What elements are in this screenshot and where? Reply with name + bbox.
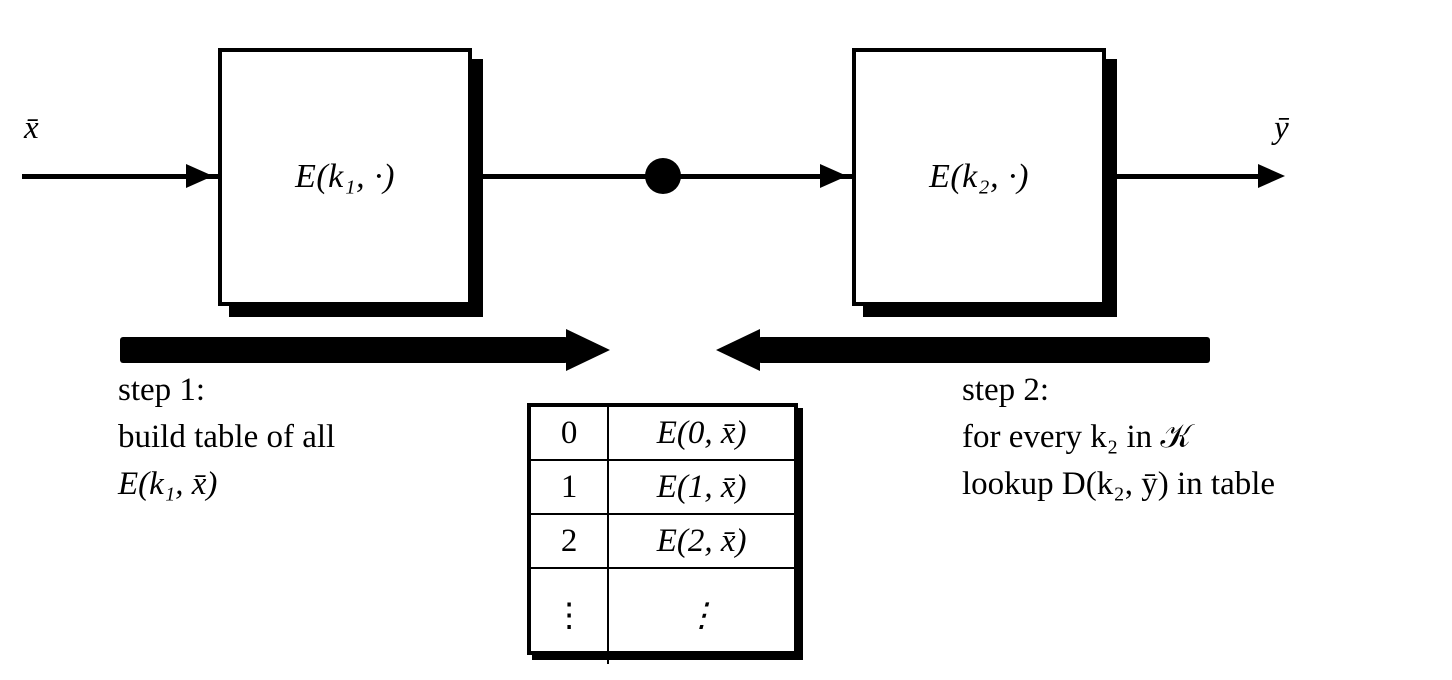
step-2-arrow-shaft bbox=[758, 337, 1210, 363]
output-wire bbox=[1106, 174, 1266, 179]
step-1-caption: step 1: build table of all E(k₁, x̄) bbox=[118, 367, 335, 508]
step-1-heading: step 1: bbox=[118, 372, 206, 408]
table-cell-value: E(1, x̄) bbox=[607, 459, 794, 515]
table-cell-value: E(0, x̄) bbox=[607, 407, 794, 461]
step-1-arrowhead-icon bbox=[566, 329, 610, 371]
step-2-line-1: for every k₂ in 𝒦 bbox=[962, 419, 1192, 455]
step-2-arrowhead-icon bbox=[716, 329, 760, 371]
step-1-span-arrow bbox=[120, 329, 610, 371]
table-row[interactable]: ⋮ ⋮ bbox=[531, 567, 794, 664]
table-cell-key: 1 bbox=[531, 459, 610, 515]
encrypt-block-2[interactable]: E(k₂, ·) bbox=[852, 48, 1106, 306]
table-row[interactable]: 2 E(2, x̄) bbox=[531, 513, 794, 569]
encrypt-block-1[interactable]: E(k₁, ·) bbox=[218, 48, 472, 306]
step-1-line-2: E(k₁, x̄) bbox=[118, 466, 218, 502]
output-arrowhead-icon bbox=[1258, 164, 1285, 188]
table-row[interactable]: 1 E(1, x̄) bbox=[531, 459, 794, 515]
step-1-line-1: build table of all bbox=[118, 419, 336, 455]
output-signal-label: ȳ bbox=[1274, 110, 1289, 146]
step-1-arrow-shaft bbox=[120, 337, 568, 363]
input-signal-label: x̄ bbox=[24, 110, 39, 146]
table-row[interactable]: 0 E(0, x̄) bbox=[531, 407, 794, 461]
step-2-span-arrow bbox=[716, 329, 1210, 371]
midpoint-junction-dot bbox=[645, 158, 681, 194]
encrypt-block-2-label: E(k₂, ·) bbox=[929, 158, 1029, 195]
block-2-input-arrowhead-icon bbox=[820, 164, 847, 188]
table-cell-value-ellipsis: ⋮ bbox=[607, 567, 794, 664]
step-2-line-2: lookup D(k₂, ȳ) in table bbox=[962, 466, 1276, 502]
lookup-table-grid: 0 E(0, x̄) 1 E(1, x̄) 2 E(2, x̄) ⋮ ⋮ bbox=[531, 407, 794, 664]
table-cell-key: 2 bbox=[531, 513, 610, 569]
input-wire bbox=[22, 174, 218, 179]
lookup-table[interactable]: 0 E(0, x̄) 1 E(1, x̄) 2 E(2, x̄) ⋮ ⋮ bbox=[527, 403, 798, 664]
table-cell-key-ellipsis: ⋮ bbox=[531, 567, 610, 664]
step-2-heading: step 2: bbox=[962, 372, 1050, 408]
step-2-caption: step 2: for every k₂ in 𝒦 lookup D(k₂, ȳ… bbox=[962, 367, 1275, 508]
table-cell-value: E(2, x̄) bbox=[607, 513, 794, 569]
table-cell-key: 0 bbox=[531, 407, 610, 461]
encrypt-block-1-label: E(k₁, ·) bbox=[295, 158, 395, 195]
input-arrowhead-icon bbox=[186, 164, 213, 188]
